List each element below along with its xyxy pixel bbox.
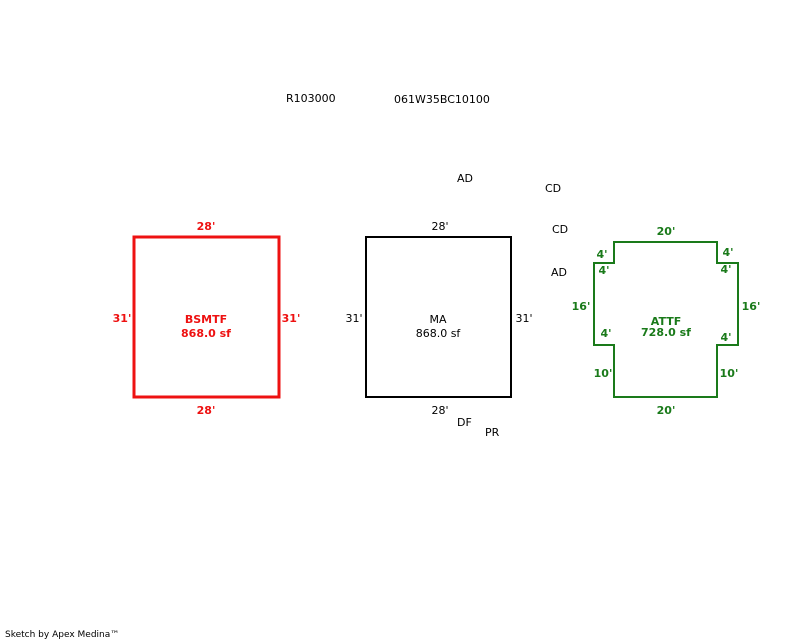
bsmtf-dim-left: 31' xyxy=(113,312,132,325)
code-cd-1: CD xyxy=(545,182,561,195)
attf-dim-lower-right: 10' xyxy=(720,367,739,380)
code-df: DF xyxy=(457,416,472,429)
bsmtf-area-value: 868.0 sf xyxy=(181,327,231,340)
ma-area: 28' 28' 31' 31' MA 868.0 sf xyxy=(345,220,532,417)
attf-dim-notch-top-left: 4' xyxy=(596,248,607,261)
ma-name: MA xyxy=(429,313,446,326)
bsmtf-dim-bottom: 28' xyxy=(197,404,216,417)
attf-dim-bottom: 20' xyxy=(657,404,676,417)
attf-dim-notch-top-right-side: 4' xyxy=(720,263,731,276)
code-cd-2: CD xyxy=(552,223,568,236)
attf-outline xyxy=(593,241,739,398)
code-ad-2: AD xyxy=(551,266,567,279)
code-ad-top: AD xyxy=(457,172,473,185)
code-pr: PR xyxy=(485,426,500,439)
attf-dim-top: 20' xyxy=(657,225,676,238)
bsmtf-area: 28' 28' 31' 31' BSMTF 868.0 sf xyxy=(113,220,301,417)
attf-dim-notch-top-left-side: 4' xyxy=(598,264,609,277)
bsmtf-name: BSMTF xyxy=(185,313,227,326)
bsmtf-outline xyxy=(132,235,281,399)
attf-dim-lower-left: 10' xyxy=(594,367,613,380)
attf-name: ATTF xyxy=(651,315,681,328)
sketch-credit: Sketch by Apex Medina™ xyxy=(5,630,119,640)
ma-area-value: 868.0 sf xyxy=(416,327,462,340)
ma-dim-right: 31' xyxy=(515,312,532,325)
map-tax-lot: 061W35BC10100 xyxy=(394,93,490,106)
ma-dim-top: 28' xyxy=(431,220,448,233)
bsmtf-dim-top: 28' xyxy=(197,220,216,233)
account-number: R103000 xyxy=(286,92,336,105)
attf-dim-left: 16' xyxy=(572,300,591,313)
attf-dim-notch-bottom-right: 4' xyxy=(720,331,731,344)
ma-outline xyxy=(365,236,512,398)
ma-dim-left: 31' xyxy=(345,312,362,325)
bsmtf-dim-right: 31' xyxy=(282,312,301,325)
ma-dim-bottom: 28' xyxy=(431,404,448,417)
attf-area: 20' 20' 4' 4' 4' 4' 16' 16' 4' 4' 10' 10… xyxy=(572,225,761,417)
attf-dim-notch-bottom-left: 4' xyxy=(600,327,611,340)
attf-dim-right: 16' xyxy=(742,300,761,313)
attf-area-value: 728.0 sf xyxy=(641,326,691,339)
attf-dim-notch-top-right: 4' xyxy=(722,246,733,259)
